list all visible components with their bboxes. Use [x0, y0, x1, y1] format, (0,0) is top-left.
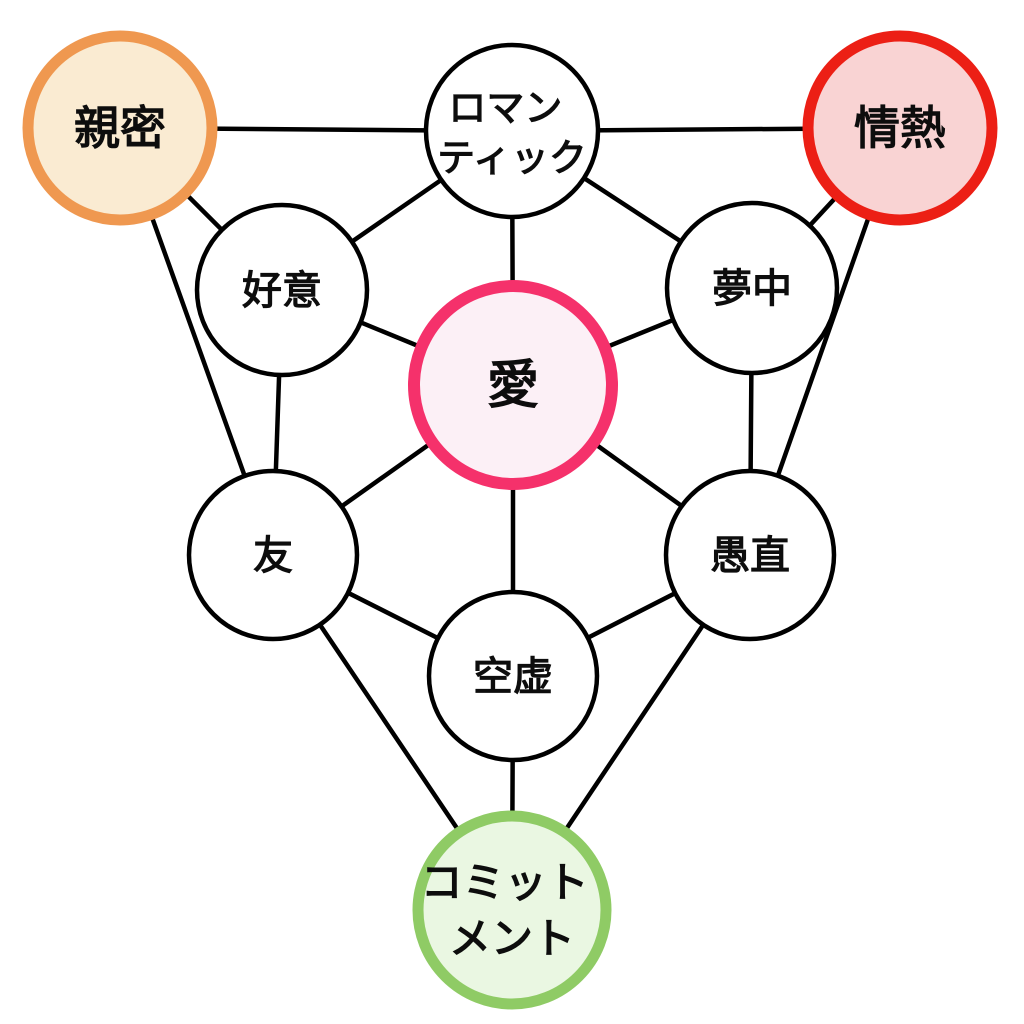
- node-empty: 空虚: [426, 589, 600, 763]
- node-infatuation-label: 夢中: [712, 266, 792, 312]
- node-intimacy-label: 親密: [74, 101, 166, 155]
- node-passion-circle: [802, 30, 998, 226]
- node-friendship-label: 友: [253, 533, 293, 579]
- node-friendship-circle: [186, 468, 360, 642]
- node-love: 愛: [408, 280, 618, 490]
- node-intimacy: 親密: [22, 30, 218, 226]
- node-fatuous: 愚直: [663, 468, 837, 642]
- node-commitment-label: コミット メント: [421, 858, 604, 963]
- node-fatuous-label: 愚直: [710, 533, 790, 579]
- node-infatuation: 夢中: [664, 200, 840, 376]
- node-love-circle: [408, 280, 618, 490]
- node-commitment: コミット メント: [412, 810, 612, 1010]
- node-liking: 好意: [194, 202, 370, 378]
- node-liking-circle: [194, 202, 370, 378]
- node-empty-label: 空虚: [473, 654, 553, 700]
- nodes-layer: 親密 ロマン ティック 情熱 好意 夢中 愛 友: [22, 30, 998, 1010]
- node-love-label: 愛: [487, 356, 539, 416]
- node-passion-label: 情熱: [854, 101, 946, 155]
- node-intimacy-circle: [22, 30, 218, 226]
- node-romantic-label: ロマン ティック: [437, 86, 587, 180]
- node-liking-label: 好意: [241, 268, 322, 314]
- node-friendship: 友: [186, 468, 360, 642]
- node-commitment-circle: [412, 810, 612, 1010]
- node-passion: 情熱: [802, 30, 998, 226]
- node-empty-circle: [426, 589, 600, 763]
- node-romantic: ロマン ティック: [423, 42, 601, 220]
- node-romantic-circle: [423, 42, 601, 220]
- node-infatuation-circle: [664, 200, 840, 376]
- node-fatuous-circle: [663, 468, 837, 642]
